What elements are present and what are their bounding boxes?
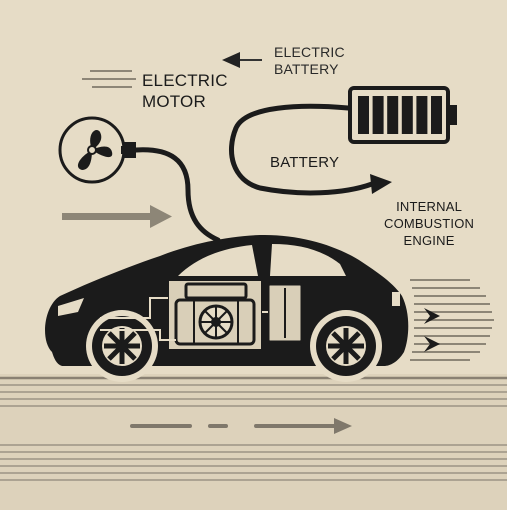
ice-line2: COMBUSTION bbox=[384, 216, 475, 231]
road-surface bbox=[0, 374, 507, 510]
car-pipes bbox=[100, 297, 268, 341]
electric-battery-label: ELECTRIC BATTERY bbox=[274, 44, 345, 78]
road bbox=[0, 374, 507, 510]
speed-lines-top bbox=[82, 70, 136, 88]
ice-line1: INTERNAL bbox=[396, 199, 462, 214]
car-window-rear bbox=[270, 244, 346, 276]
car-headlight bbox=[58, 298, 84, 316]
exhaust-arrows bbox=[424, 308, 440, 352]
car-battery-icon bbox=[266, 282, 304, 344]
wheel-rear bbox=[316, 316, 376, 376]
battery-cell bbox=[372, 96, 384, 134]
battery-cell bbox=[431, 96, 442, 134]
motion-lines-rear bbox=[410, 279, 494, 361]
arrow-left-icon bbox=[222, 52, 262, 68]
fan-icon bbox=[58, 116, 136, 184]
battery-cell bbox=[358, 96, 369, 134]
road-arrow-head-icon bbox=[334, 418, 352, 434]
power-cable-battery bbox=[228, 103, 375, 196]
exhaust-arrow-icon bbox=[424, 336, 440, 352]
car-icon bbox=[45, 234, 409, 382]
electric-battery-line1: ELECTRIC bbox=[274, 44, 345, 60]
car-taillight bbox=[392, 292, 400, 306]
battery-cell bbox=[387, 96, 399, 134]
electric-motor-label: ELECTRIC MOTOR bbox=[142, 70, 228, 112]
battery-cell bbox=[416, 96, 428, 134]
car-window-front bbox=[178, 245, 258, 276]
electric-battery-line2: BATTERY bbox=[274, 61, 339, 77]
electric-motor-line1: ELECTRIC bbox=[142, 71, 228, 90]
electric-motor-line2: MOTOR bbox=[142, 92, 206, 111]
wheel-front bbox=[92, 316, 152, 376]
ice-line3: ENGINE bbox=[403, 233, 455, 248]
arrow-head-icon bbox=[370, 174, 392, 194]
battery-icon bbox=[348, 86, 457, 144]
exhaust-arrow-icon bbox=[424, 308, 440, 324]
battery-cells bbox=[358, 96, 442, 134]
arrow-right-icon bbox=[62, 205, 172, 228]
battery-label: BATTERY bbox=[270, 154, 340, 171]
road-lines bbox=[0, 376, 507, 481]
power-cable-motor bbox=[133, 147, 221, 243]
engine-icon bbox=[174, 282, 256, 346]
internal-combustion-engine-label: INTERNAL COMBUSTION ENGINE bbox=[384, 198, 474, 249]
battery-cell bbox=[401, 96, 413, 134]
